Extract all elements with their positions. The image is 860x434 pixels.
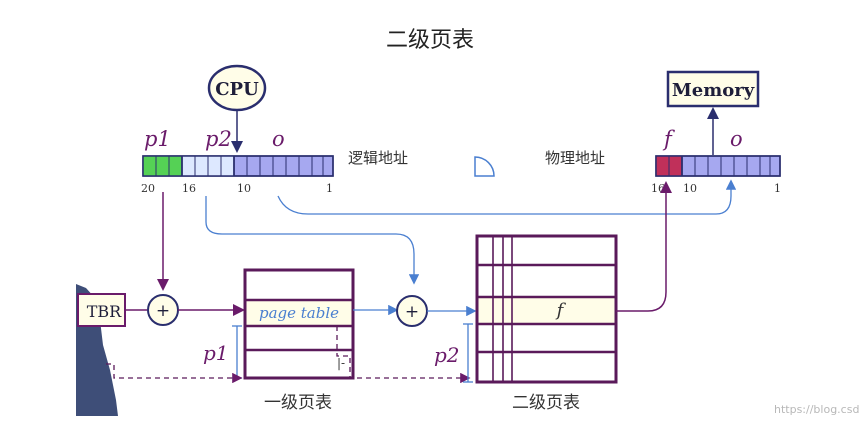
logical-bit-16: 16 (182, 182, 196, 195)
frame-to-physical-arrow (616, 181, 672, 312)
level1-entry-marker: |- (337, 356, 345, 370)
adder-2-symbol: + (405, 302, 419, 322)
logical-o-label: o (272, 127, 285, 151)
offset-to-physical-arrow (277, 179, 737, 215)
physical-o-label: o (730, 127, 743, 151)
ptbr-dashed-path (106, 363, 243, 384)
physical-f-label: f (662, 127, 675, 151)
ptbr-label: TBR (87, 302, 122, 321)
adder-1-symbol: + (156, 301, 170, 321)
p2-to-adder-arrow (205, 196, 420, 285)
physical-address-bar (655, 155, 781, 177)
diagram-title: 二级页表 (386, 28, 474, 53)
level1-offset-label: p1 (203, 341, 229, 365)
memory-label: Memory (672, 80, 755, 101)
logical-bit-20: 20 (141, 182, 155, 195)
level1-caption: 一级页表 (264, 393, 332, 413)
level1-entry-dashed-path (336, 326, 471, 384)
logical-p2-label: p2 (205, 127, 232, 151)
logical-address-label: 逻辑地址 (348, 149, 408, 167)
level2-offset-label: p2 (434, 343, 460, 367)
watermark: https://blog.csd (774, 403, 859, 416)
logical-bit-10: 10 (237, 182, 251, 195)
physical-bit-1: 1 (774, 182, 781, 195)
memory-node (666, 70, 760, 108)
logical-bit-1: 1 (326, 182, 333, 195)
level2-caption: 二级页表 (512, 393, 580, 413)
cpu-label: CPU (215, 79, 259, 100)
level1-inner-label: page table (259, 304, 339, 322)
physical-address-label: 物理地址 (545, 149, 605, 167)
physical-bit-10: 10 (683, 182, 697, 195)
physical-bit-16: 16 (651, 182, 665, 195)
level1-page-table (243, 268, 355, 380)
quarter-circle-marker (474, 156, 495, 177)
logical-address-bar (142, 155, 334, 177)
logical-p1-label: p1 (144, 127, 171, 151)
level2-page-table (475, 234, 618, 384)
